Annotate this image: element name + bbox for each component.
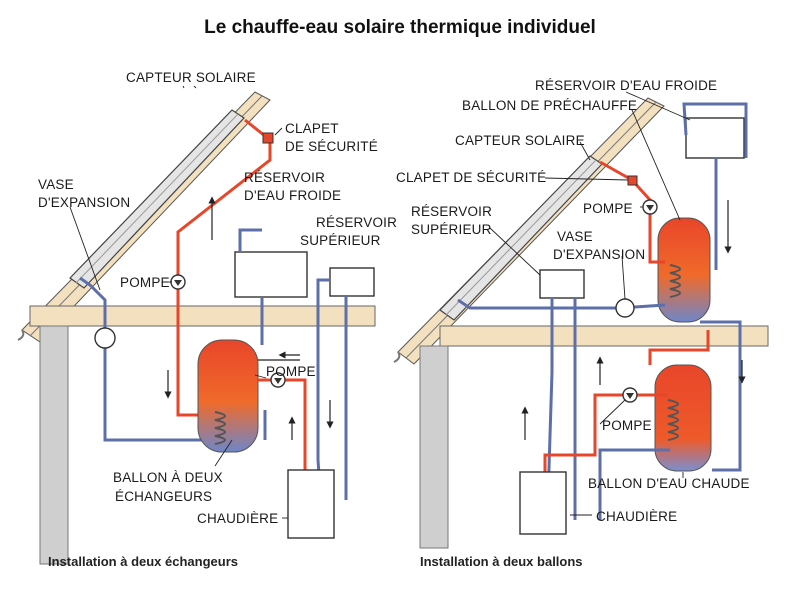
left-caption: Installation à deux échangeurs [48, 554, 238, 569]
right-floor-beam [439, 325, 769, 347]
left-label-tank-1: BALLON À DEUX [113, 470, 223, 485]
right-expansion-vessel [615, 298, 635, 318]
right-label-safety-valve: CLAPET DE SÉCURITÉ [396, 170, 546, 185]
left-cold-reservoir [234, 251, 308, 298]
right-safety-valve [627, 175, 638, 186]
right-cold-reservoir [685, 117, 745, 159]
right-label-cold-reservoir: RÉSERVOIR D'EAU FROIDE [535, 78, 717, 93]
right-label-solar-collector: CAPTEUR SOLAIRE [455, 133, 585, 148]
right-label-pump-1: POMPE [583, 201, 633, 216]
right-boiler [519, 471, 567, 535]
right-label-expansion-1: VASE [557, 229, 593, 244]
right-installation: RÉSERVOIR D'EAU FROIDE BALLON DE PRÉCHAU… [393, 78, 769, 569]
right-label-pump-2: POMPE [602, 418, 652, 433]
right-cold-pipe [457, 298, 666, 310]
right-wall [419, 345, 449, 549]
left-label-safety-valve-1: CLAPET [285, 121, 339, 136]
right-hot-water-tank [654, 364, 712, 472]
left-label-tank-2: ÉCHANGEURS [115, 489, 212, 504]
left-coil [214, 411, 226, 445]
left-wall [39, 325, 69, 565]
left-expansion-vessel [94, 327, 116, 349]
right-label-preheat-tank: BALLON DE PRÉCHAUFFE [462, 98, 637, 113]
right-preheat-coil [669, 264, 681, 298]
left-label-expansion-2: D'EXPANSION [38, 195, 130, 210]
left-upper-reservoir [329, 267, 375, 297]
right-label-upper-reservoir-1: RÉSERVOIR [411, 204, 492, 219]
left-floor-beam [29, 305, 376, 327]
left-label-boiler: CHAUDIÈRE [197, 511, 278, 526]
left-label-upper-reservoir-2: SUPÉRIEUR [300, 233, 381, 248]
left-installation: CAPTEUR SOLAIRE CLAPET DE SÉCURITÉ VASE … [17, 70, 397, 569]
left-boiler [287, 469, 335, 539]
right-label-boiler: CHAUDIÈRE [596, 509, 677, 524]
page-title: Le chauffe-eau solaire thermique individ… [204, 17, 596, 38]
left-label-upper-reservoir-1: RÉSERVOIR [316, 215, 397, 230]
left-cold-pipe [79, 276, 215, 442]
right-preheat-tank [657, 217, 711, 323]
left-two-exchanger-tank [197, 339, 259, 453]
right-upper-reservoir [539, 269, 585, 299]
left-label-expansion-1: VASE [38, 177, 74, 192]
right-label-expansion-2: D'EXPANSION [553, 247, 645, 262]
left-label-cold-reservoir-1: RÉSERVOIR [244, 170, 325, 185]
left-label-pump-1: POMPE [120, 275, 170, 290]
left-safety-valve [262, 132, 274, 144]
right-caption: Installation à deux ballons [420, 554, 583, 569]
right-label-upper-reservoir-2: SUPÉRIEUR [411, 222, 492, 237]
left-label-solar-collector: CAPTEUR SOLAIRE [126, 70, 256, 85]
left-label-cold-reservoir-2: D'EAU FROIDE [244, 188, 341, 203]
right-label-hot-water-tank: BALLON D'EAU CHAUDE [588, 476, 750, 491]
left-label-safety-valve-2: DE SÉCURITÉ [285, 139, 378, 154]
right-hot-coil [667, 399, 679, 441]
left-label-pump-2: POMPE [266, 364, 316, 379]
